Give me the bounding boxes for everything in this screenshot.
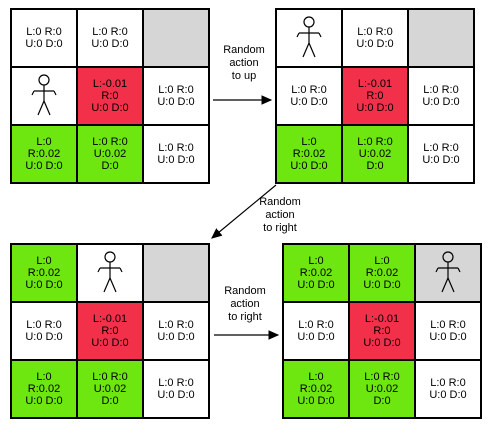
cell-values: L:0 R:0 U:0 D:0	[356, 26, 394, 50]
cell-values: L:0 R:0 U:0 D:0	[25, 319, 63, 343]
cell-values: L:0 R:0 U:0.02 D:0	[92, 136, 128, 172]
grid-cell: L:0 R:0.02 U:0 D:0	[349, 244, 415, 302]
arrow-right-transition-diagonal	[211, 184, 277, 239]
cell-values: L:0 R:0 U:0 D:0	[157, 142, 195, 166]
cell-values: L:0 R:0.02 U:0 D:0	[297, 371, 335, 407]
grid-cell: L:0 R:0 U:0 D:0	[143, 67, 209, 125]
grid-cell: L:0 R:0 U:0 D:0	[415, 360, 481, 418]
grid-cell: L:-0.01 R:0 U:0 D:0	[77, 302, 143, 360]
arrow-label-right-2: Random action to right	[224, 285, 266, 323]
grid-cell: L:0 R:0 U:0 D:0	[77, 9, 143, 67]
cell-values: L:0 R:0.02 U:0 D:0	[25, 255, 63, 291]
cell-values: L:0 R:0 U:0 D:0	[91, 26, 129, 50]
grid-cell: L:0 R:0 U:0.02 D:0	[77, 125, 143, 183]
cell-values: L:0 R:0.02 U:0 D:0	[25, 136, 63, 172]
cell-values: L:-0.01 R:0 U:0 D:0	[91, 313, 129, 349]
grid-cell: L:0 R:0 U:0 D:0	[143, 302, 209, 360]
grid-cell: L:0 R:0.02 U:0 D:0	[11, 360, 77, 418]
grid-cell: L:-0.01 R:0 U:0 D:0	[342, 67, 408, 125]
stick-figure-icon	[435, 251, 461, 293]
grid-cell: L:0 R:0 U:0 D:0	[11, 302, 77, 360]
grid-cell: L:0 R:0 U:0 D:0	[342, 9, 408, 67]
cell-values: L:-0.01 R:0 U:0 D:0	[91, 78, 129, 114]
grid-cell: L:0 R:0 U:0 D:0	[408, 125, 474, 183]
arrow-label-right-1: Random action to right	[259, 196, 301, 234]
grid-cell: L:0 R:0 U:0 D:0	[415, 302, 481, 360]
cell-values: L:0 R:0 U:0 D:0	[157, 377, 195, 401]
grid-cell	[408, 9, 474, 67]
grid-cell: L:0 R:0.02 U:0 D:0	[283, 360, 349, 418]
grid-cell: L:-0.01 R:0 U:0 D:0	[77, 67, 143, 125]
grid-cell: L:0 R:0 U:0 D:0	[11, 9, 77, 67]
grid-cell: L:0 R:0.02 U:0 D:0	[283, 244, 349, 302]
cell-values: L:0 R:0 U:0.02 D:0	[364, 371, 400, 407]
cell-values: L:0 R:0 U:0 D:0	[422, 142, 460, 166]
grid-cell	[77, 244, 143, 302]
grid-cell: L:0 R:0 U:0 D:0	[143, 360, 209, 418]
grid-cell: L:0 R:0.02 U:0 D:0	[11, 125, 77, 183]
cell-values: L:0 R:0 U:0.02 D:0	[92, 371, 128, 407]
grid-cell	[276, 9, 342, 67]
cell-values: L:0 R:0 U:0 D:0	[157, 84, 195, 108]
arrow-label-up: Random action to up	[223, 44, 265, 82]
grid-cell: L:0 R:0 U:0.02 D:0	[77, 360, 143, 418]
cell-values: L:0 R:0.02 U:0 D:0	[363, 255, 401, 291]
grid-cell: L:0 R:0 U:0.02 D:0	[342, 125, 408, 183]
cell-values: L:0 R:0 U:0.02 D:0	[357, 136, 393, 172]
cell-values: L:-0.01 R:0 U:0 D:0	[356, 78, 394, 114]
cell-values: L:0 R:0 U:0 D:0	[429, 377, 467, 401]
cell-values: L:0 R:0 U:0 D:0	[290, 84, 328, 108]
stick-figure-icon	[97, 251, 123, 293]
grid-cell: L:0 R:0 U:0 D:0	[283, 302, 349, 360]
cell-values: L:0 R:0.02 U:0 D:0	[297, 255, 335, 291]
stick-figure-icon	[31, 74, 57, 116]
cell-values: L:0 R:0 U:0 D:0	[422, 84, 460, 108]
cell-values: L:0 R:0 U:0 D:0	[157, 319, 195, 343]
grid-cell	[143, 9, 209, 67]
stick-figure-icon	[296, 16, 322, 58]
grid-cell	[415, 244, 481, 302]
cell-values: L:-0.01 R:0 U:0 D:0	[363, 313, 401, 349]
cell-values: L:0 R:0.02 U:0 D:0	[290, 136, 328, 172]
grid-cell: L:0 R:0.02 U:0 D:0	[276, 125, 342, 183]
grid-cell: L:0 R:0 U:0 D:0	[408, 67, 474, 125]
grid-cell: L:0 R:0 U:0 D:0	[276, 67, 342, 125]
cell-values: L:0 R:0.02 U:0 D:0	[25, 371, 63, 407]
cell-values: L:0 R:0 U:0 D:0	[429, 319, 467, 343]
cell-values: L:0 R:0 U:0 D:0	[25, 26, 63, 50]
grid-cell: L:0 R:0.02 U:0 D:0	[11, 244, 77, 302]
grid-cell: L:0 R:0 U:0.02 D:0	[349, 360, 415, 418]
grid-cell: L:-0.01 R:0 U:0 D:0	[349, 302, 415, 360]
grid-cell: L:0 R:0 U:0 D:0	[143, 125, 209, 183]
grid-cell	[143, 244, 209, 302]
cell-values: L:0 R:0 U:0 D:0	[297, 319, 335, 343]
grid-cell	[11, 67, 77, 125]
